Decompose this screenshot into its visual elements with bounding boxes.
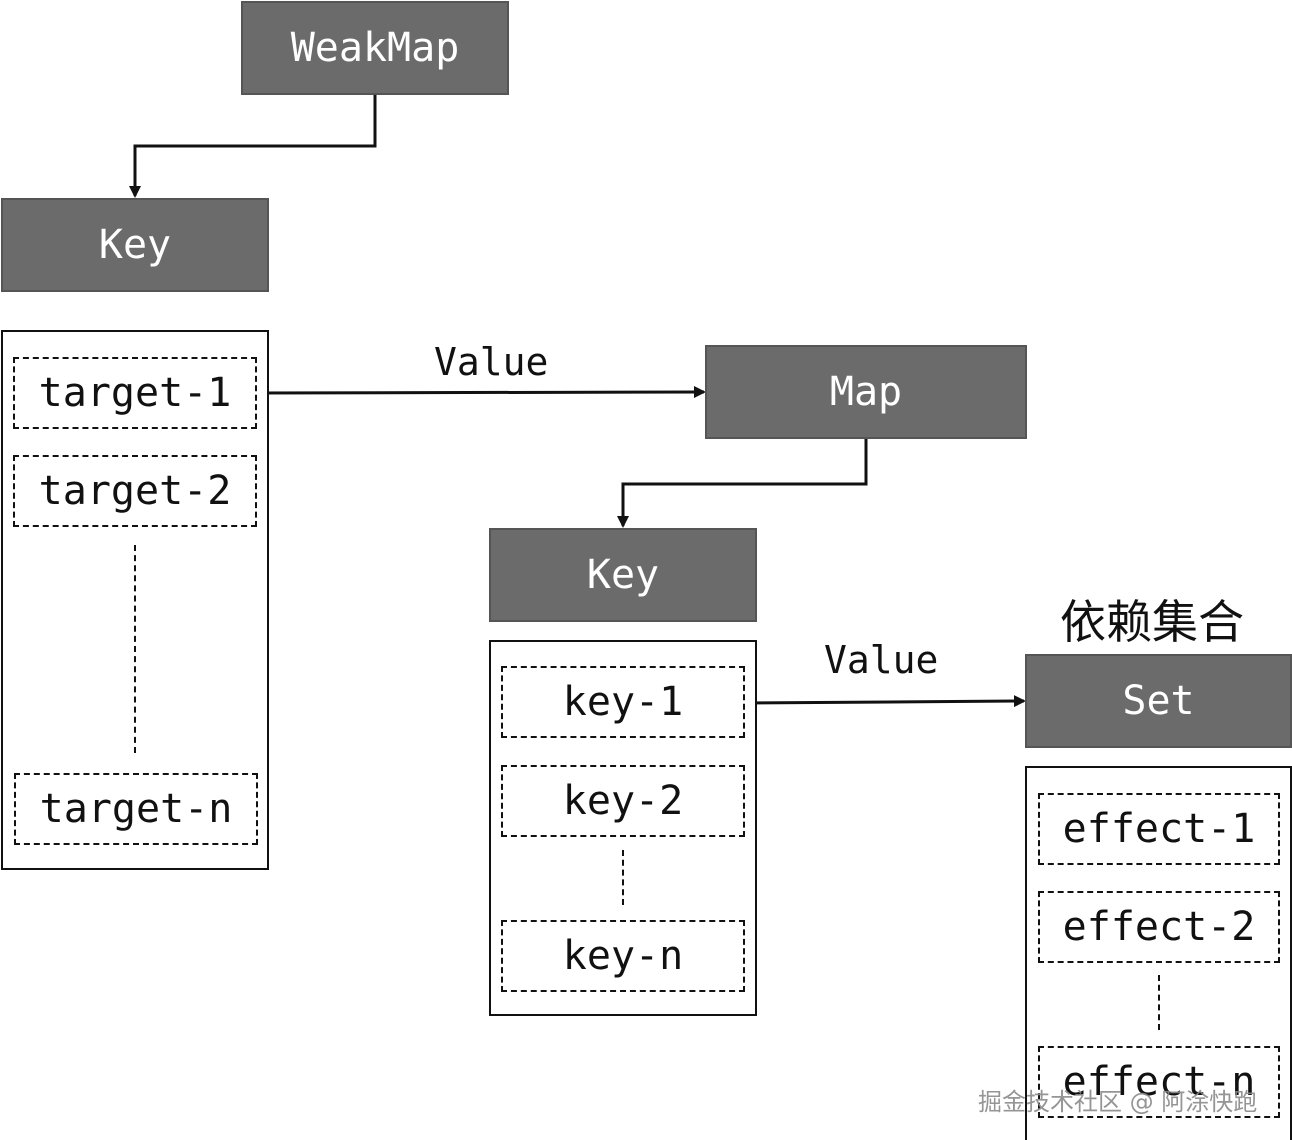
dep-key-item-n: key-n <box>501 920 745 992</box>
effect-item-1: effect-1 <box>1038 793 1280 865</box>
target-item-n: target-n <box>14 773 258 845</box>
map-node: Map <box>705 345 1027 439</box>
target-key-header: Key <box>1 198 269 292</box>
effect-item-n: effect-n <box>1038 1046 1280 1118</box>
set-node: Set <box>1025 654 1292 748</box>
target-key-label: Key <box>98 222 172 268</box>
dep-key-label: Key <box>586 552 660 598</box>
map-label: Map <box>829 369 903 415</box>
effect-ellipsis-line <box>1158 975 1160 1030</box>
dep-key-ellipsis-line <box>622 850 624 905</box>
key1-to-set-arrow <box>744 695 1026 708</box>
weakmap-label: WeakMap <box>290 25 460 71</box>
set-label: Set <box>1122 678 1195 724</box>
dep-key-item-1: key-1 <box>501 666 745 738</box>
target-item-1: target-1 <box>13 357 257 429</box>
dep-set-title: 依赖集合 <box>1060 595 1244 649</box>
target1-to-map-arrow <box>256 386 706 399</box>
weakmap-to-key-arrow <box>129 94 377 198</box>
dep-key-item-2: key-2 <box>501 765 745 837</box>
effect-item-2: effect-2 <box>1038 891 1280 963</box>
dep-key-header: Key <box>489 528 757 622</box>
dep-value-label: Value <box>824 638 939 682</box>
watermark: 掘金技术社区 @ 阿涂快跑 <box>978 1088 1258 1116</box>
target-value-label: Value <box>434 340 549 384</box>
weakmap-node: WeakMap <box>241 1 509 95</box>
map-to-key-arrow <box>617 438 868 528</box>
target-item-2: target-2 <box>13 455 257 527</box>
target-ellipsis-line <box>134 545 136 753</box>
